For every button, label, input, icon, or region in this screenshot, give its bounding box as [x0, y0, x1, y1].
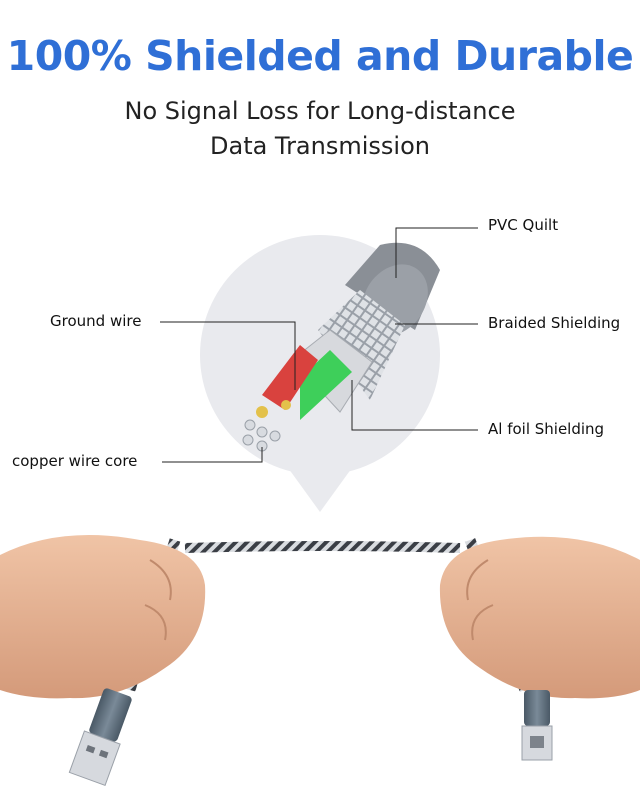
usb-b-connector [521, 690, 553, 761]
callout-lines [160, 227, 478, 463]
label-pvc-quilt: PVC Quilt [488, 216, 559, 234]
cable-cross-section [242, 242, 440, 452]
headline-title: 100% Shielded and Durable [6, 32, 634, 80]
label-copper-wire-core: copper wire core [12, 452, 138, 470]
right-hand [439, 536, 640, 699]
left-hand [0, 535, 206, 699]
label-al-foil-shielding: Al foil Shielding [488, 420, 605, 438]
copper-leader [162, 447, 263, 463]
label-ground-wire: Ground wire [50, 312, 142, 330]
foil-leader [351, 380, 478, 431]
subtitle-line-2: Data Transmission [210, 132, 430, 160]
label-braided-shielding: Braided Shielding [488, 314, 621, 332]
subtitle-line-1: No Signal Loss for Long-distance [124, 97, 516, 125]
ground-leader [160, 321, 296, 390]
pvc-leader [395, 227, 478, 278]
usb-a-connector [68, 688, 132, 787]
